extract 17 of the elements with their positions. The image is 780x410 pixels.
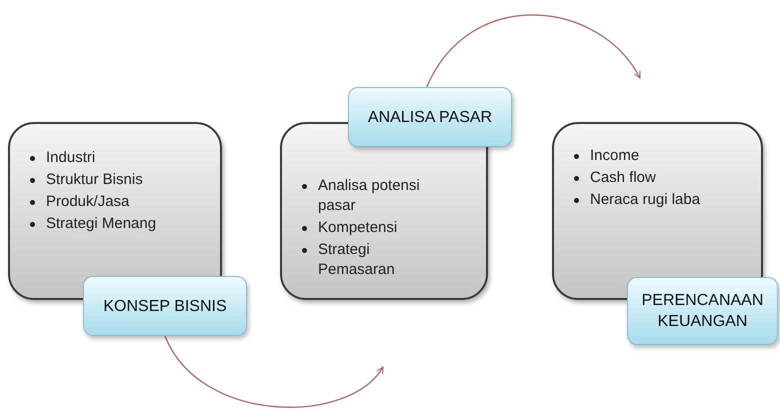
curved-arrow [426, 14, 640, 88]
title-tag: KONSEP BISNIS [83, 276, 247, 336]
list-item: Analisa potensi pasar [318, 176, 421, 216]
rounded-box [280, 122, 488, 300]
rounded-box [8, 122, 222, 300]
list-item: Neraca rugi laba [590, 190, 700, 210]
list-item: Struktur Bisnis [46, 170, 143, 190]
list-item: Income [590, 146, 640, 166]
title-tag: PERENCANAAN KEUANGAN [627, 277, 778, 345]
list-item: Industri [46, 148, 96, 168]
curved-arrow [164, 336, 384, 408]
title-tag: ANALISA PASAR [348, 87, 512, 147]
list-item: Cash flow [590, 168, 656, 188]
list-item: Strategi Pemasaran [318, 240, 396, 280]
list-item: Strategi Menang [46, 214, 156, 234]
list-item: Kompetensi [318, 218, 398, 238]
list-item: Produk/Jasa [46, 192, 130, 212]
